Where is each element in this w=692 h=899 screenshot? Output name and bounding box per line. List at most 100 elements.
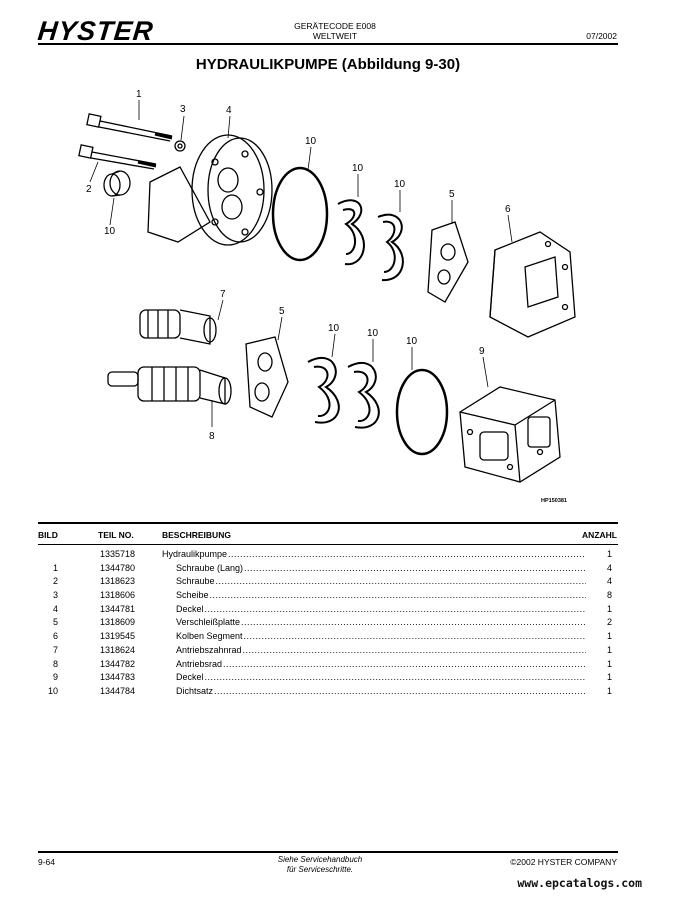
cover-drawing bbox=[147, 134, 273, 246]
callout-label: 10 bbox=[394, 179, 406, 190]
page-title: HYDRAULIKPUMPE (Abbildung 9-30) bbox=[195, 56, 461, 73]
callout-label: 4 bbox=[226, 105, 232, 116]
equipment-code-line1: GERÄTECODE E008 bbox=[294, 21, 376, 31]
cell-bild: 6 bbox=[52, 631, 58, 642]
exploded-view-figure: 1 2 3 4 10 10 10 10 5 6 7 5 10 10 10 9 8 bbox=[78, 89, 576, 483]
cell-anzahl: 1 bbox=[606, 658, 612, 669]
callout-label: 7 bbox=[220, 289, 226, 300]
cell-bild: 5 bbox=[52, 617, 58, 628]
cell-beschreibung-text: Antriebsrad bbox=[176, 658, 223, 669]
leader-dots: ........................................… bbox=[204, 672, 586, 683]
figure-code: HP150381 bbox=[541, 498, 567, 504]
cell-teil-no: 1344781 bbox=[100, 603, 136, 614]
cell-anzahl: 1 bbox=[606, 644, 612, 655]
table-row: 1335718 Hydraulikpumpe...................… bbox=[38, 548, 618, 562]
cell-anzahl: 1 bbox=[606, 672, 612, 683]
page-number: 9-64 bbox=[38, 857, 56, 867]
footer-divider bbox=[38, 851, 618, 853]
callout-label: 3 bbox=[180, 104, 186, 115]
sleeve-drawing bbox=[103, 170, 131, 197]
rear-cover-drawing bbox=[459, 386, 561, 483]
long-bolt-drawing bbox=[86, 113, 173, 142]
cell-anzahl: 1 bbox=[606, 685, 612, 696]
drive-wheel-drawing bbox=[107, 366, 232, 405]
cell-anzahl: 8 bbox=[606, 590, 612, 601]
equipment-code-line2: WELTWEIT bbox=[312, 31, 358, 41]
cell-beschreibung-text: Verschleißplatte bbox=[176, 617, 241, 628]
leader-dots: ........................................… bbox=[243, 631, 586, 642]
cell-beschreibung: Deckel..................................… bbox=[176, 671, 586, 685]
callout-label: 9 bbox=[479, 346, 485, 357]
callout-label: 10 bbox=[406, 336, 418, 347]
table-header-rule bbox=[38, 544, 618, 545]
cell-beschreibung: Schraube (Lang).........................… bbox=[176, 562, 586, 576]
column-header-bild: BILD bbox=[38, 530, 58, 540]
service-note-line1: Siehe Servicehandbuch bbox=[277, 855, 363, 864]
cell-beschreibung: Antriebsrad.............................… bbox=[176, 658, 586, 672]
cell-beschreibung-text: Schraube bbox=[176, 576, 215, 587]
cell-beschreibung-text: Kolben Segment bbox=[176, 631, 243, 642]
cell-anzahl: 4 bbox=[606, 562, 612, 573]
callout-label: 6 bbox=[505, 204, 511, 215]
washer-drawing bbox=[174, 140, 186, 152]
cell-beschreibung-text: Dichtsatz bbox=[176, 685, 214, 696]
column-header-teil-no: TEIL NO. bbox=[98, 530, 134, 540]
callout-label: 10 bbox=[352, 163, 364, 174]
cell-beschreibung: Verschleißplatte........................… bbox=[176, 616, 586, 630]
column-header-beschreibung: BESCHREIBUNG bbox=[162, 530, 231, 540]
cell-teil-no: 1335718 bbox=[100, 549, 136, 559]
cell-beschreibung-text: Scheibe bbox=[176, 590, 209, 601]
leader-dots: ........................................… bbox=[228, 549, 586, 559]
cell-teil-no: 1319545 bbox=[100, 631, 136, 642]
cell-bild: 1 bbox=[52, 562, 58, 573]
cell-anzahl: 1 bbox=[606, 631, 612, 642]
drive-gear-drawing bbox=[139, 309, 217, 345]
table-top-rule bbox=[38, 522, 618, 524]
cell-anzahl: 2 bbox=[606, 617, 612, 628]
cell-bild: 3 bbox=[52, 590, 58, 601]
cell-anzahl: 1 bbox=[606, 549, 612, 559]
cell-teil-no: 1318624 bbox=[100, 644, 136, 655]
watermark: www.epcatalogs.com bbox=[517, 876, 642, 890]
cell-beschreibung: Scheibe.................................… bbox=[176, 589, 586, 603]
cell-teil-no: 1344784 bbox=[100, 685, 136, 696]
piston-segment-drawing bbox=[489, 231, 576, 338]
leader-dots: ........................................… bbox=[204, 603, 586, 614]
header-divider bbox=[38, 43, 618, 45]
cell-beschreibung: Deckel..................................… bbox=[176, 603, 586, 617]
leader-dots: ........................................… bbox=[209, 590, 586, 601]
service-note: Siehe Servicehandbuch für Serviceschritt… bbox=[250, 855, 390, 875]
copyright: ©2002 HYSTER COMPANY bbox=[510, 857, 617, 867]
cell-beschreibung: Schraube................................… bbox=[176, 575, 586, 589]
cell-beschreibung: Hydraulikpumpe..........................… bbox=[162, 548, 586, 562]
cell-beschreibung-text: Antriebszahnrad bbox=[176, 644, 242, 655]
callout-label: 8 bbox=[209, 431, 215, 442]
leader-dots: ........................................… bbox=[214, 685, 586, 696]
cell-bild: 4 bbox=[52, 603, 58, 614]
table-row: 2 1318623 Schraube........................… bbox=[38, 575, 618, 589]
short-bolt-drawing bbox=[78, 144, 157, 170]
leader-dots: ........................................… bbox=[244, 562, 586, 573]
cell-bild: 8 bbox=[52, 658, 58, 669]
cell-beschreibung: Antriebszahnrad.........................… bbox=[176, 644, 586, 658]
cell-beschreibung-text: Hydraulikpumpe bbox=[162, 549, 228, 559]
cell-anzahl: 1 bbox=[606, 603, 612, 614]
cell-bild: 9 bbox=[52, 672, 58, 683]
table-row: 4 1344781 Deckel..........................… bbox=[38, 603, 618, 617]
cell-teil-no: 1318623 bbox=[100, 576, 136, 587]
service-note-line2: für Serviceschritte. bbox=[286, 865, 354, 874]
cell-teil-no: 1344782 bbox=[100, 658, 136, 669]
callout-label: 5 bbox=[449, 189, 455, 200]
parts-list: 1335718 Hydraulikpumpe...................… bbox=[38, 548, 618, 699]
cell-beschreibung-text: Deckel bbox=[176, 603, 204, 614]
callout-label: 10 bbox=[305, 136, 317, 147]
leader-dots: ........................................… bbox=[223, 658, 586, 669]
equipment-code: GERÄTECODE E008 WELTWEIT bbox=[260, 21, 410, 41]
cell-bild: 2 bbox=[52, 576, 58, 587]
